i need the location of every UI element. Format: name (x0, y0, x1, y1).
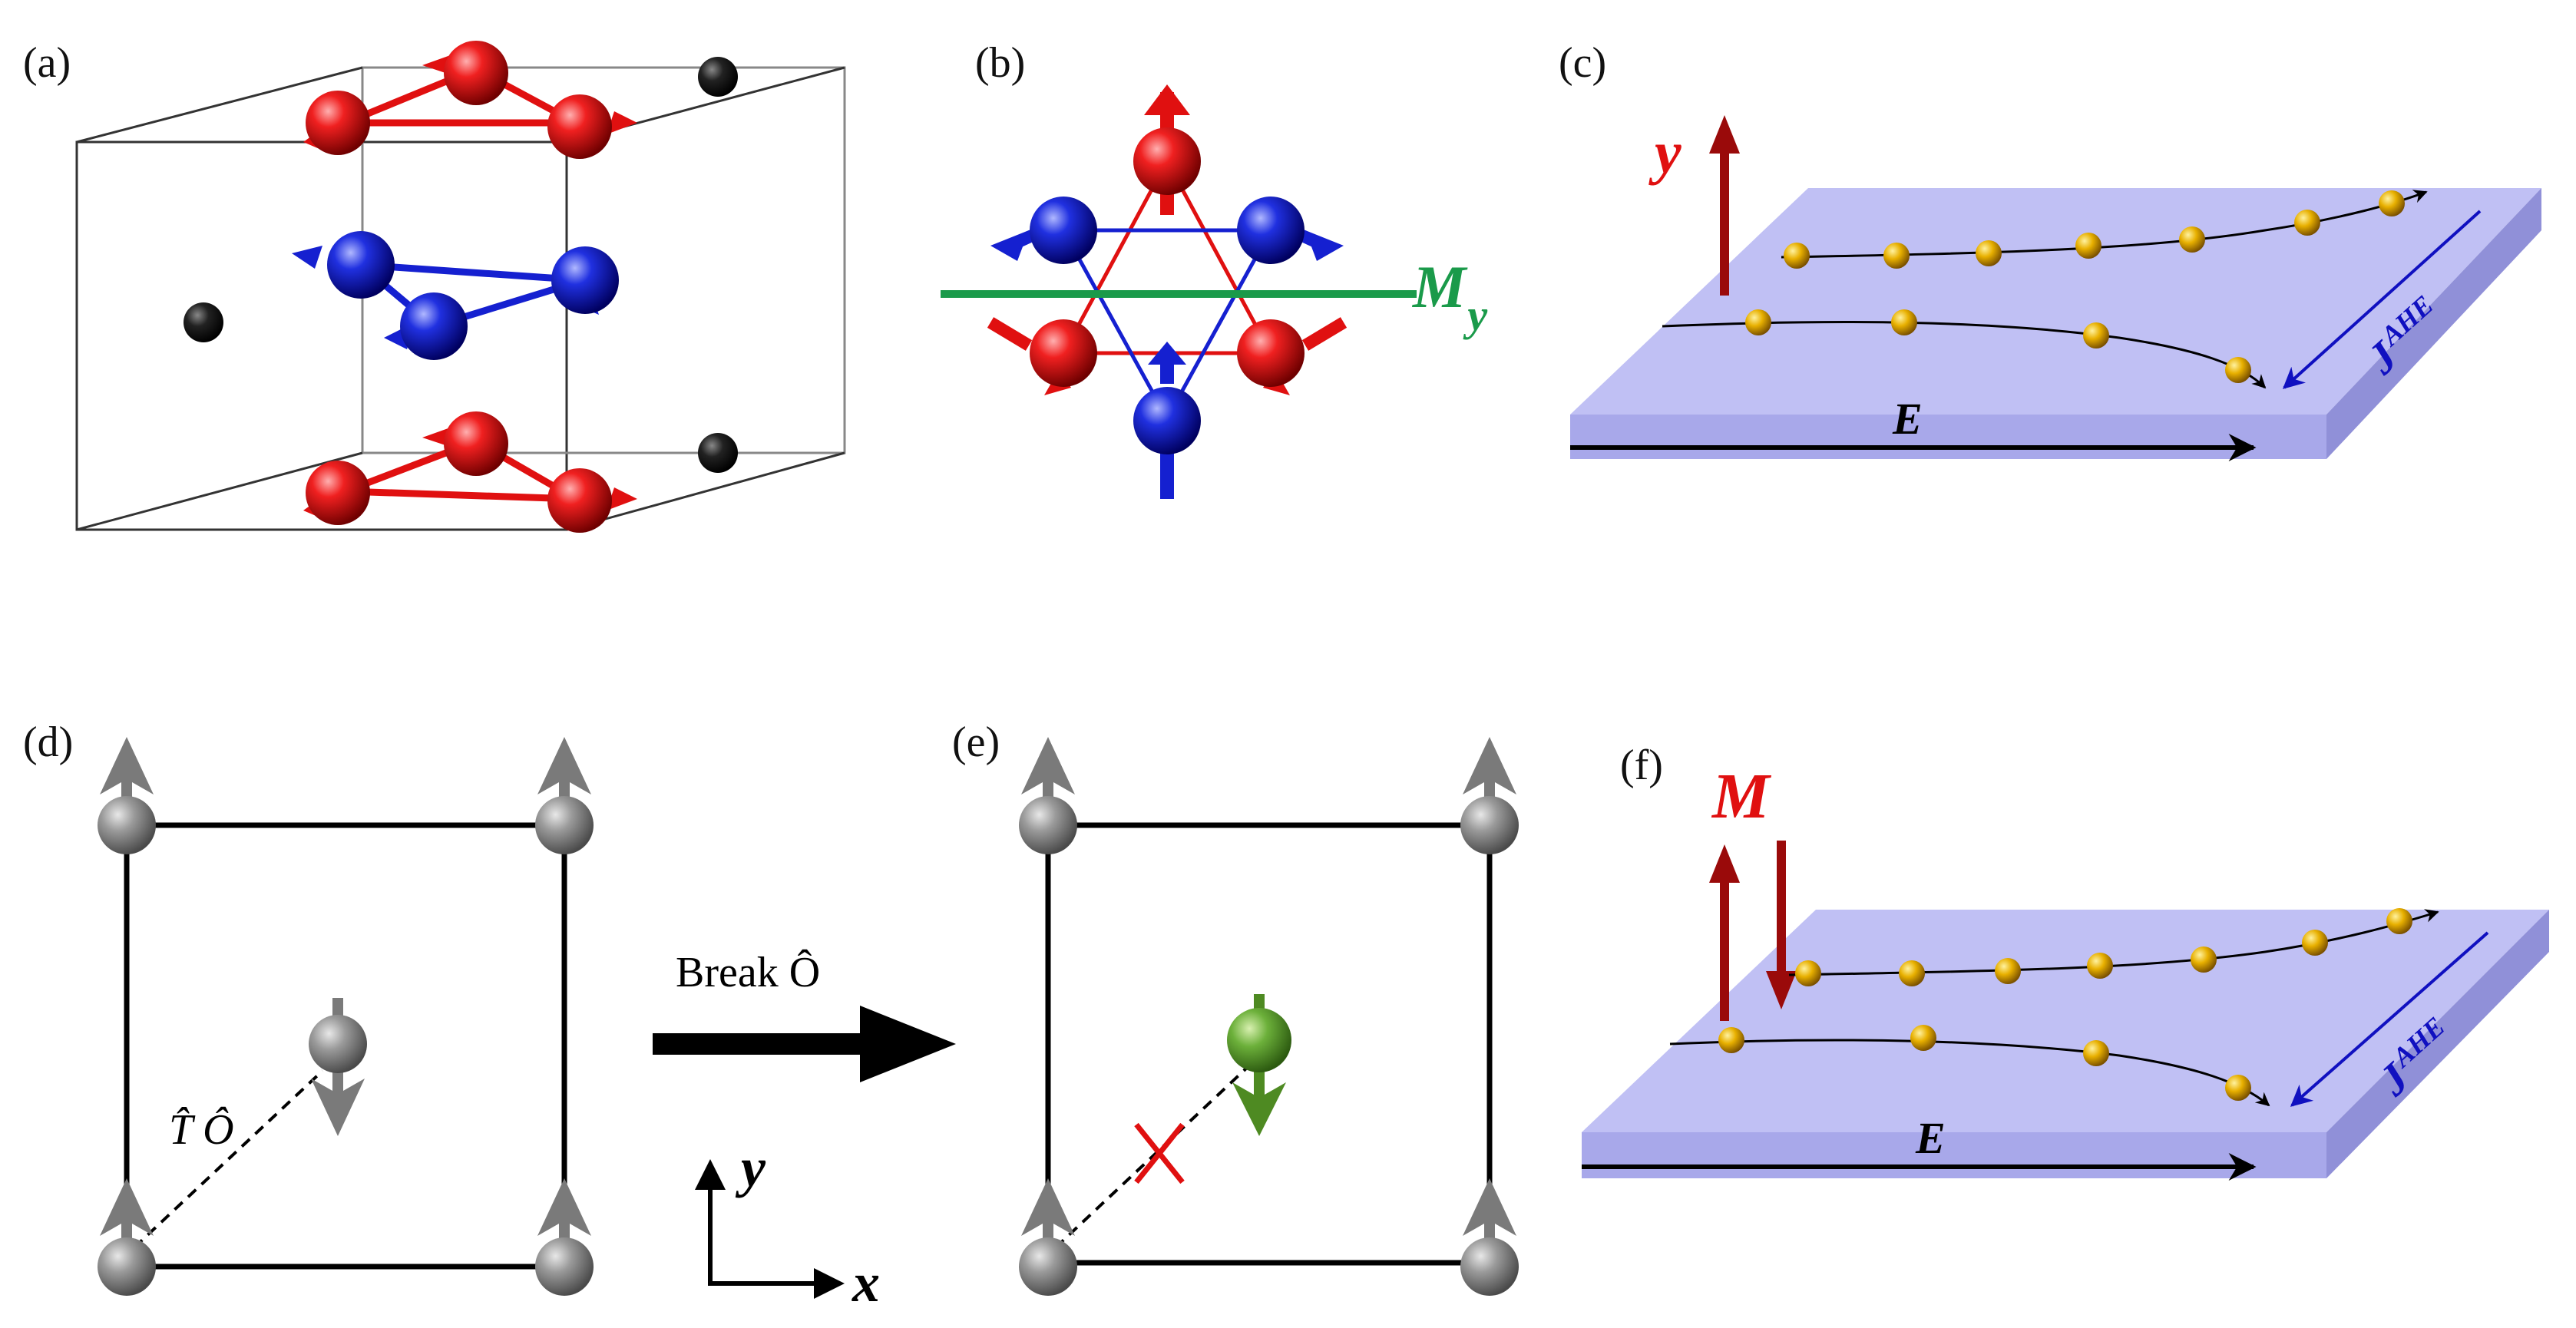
panel-d-label: (d) (23, 719, 73, 766)
panel-f-label: (f) (1620, 742, 1663, 789)
electron (2191, 946, 2217, 973)
magnetization-arrow-up (1709, 844, 1740, 1021)
electron (1883, 243, 1910, 269)
electron-trajectory-lower (1669, 1039, 2270, 1107)
electron (1718, 1027, 1744, 1053)
electron (1976, 240, 2002, 266)
red-atom (547, 468, 612, 533)
electron (2386, 908, 2412, 934)
ahe-current-arrow (2282, 210, 2482, 389)
blue-atom (1030, 197, 1097, 264)
break-symmetry-transition: Break Ô (653, 948, 956, 1082)
blue-atom (1237, 197, 1305, 264)
kagome-bottom-layer (303, 411, 637, 533)
red-atom (306, 461, 370, 525)
electron (2302, 930, 2328, 956)
electron (2083, 322, 2109, 349)
gray-atom (309, 1015, 367, 1073)
panel-a: (a) (23, 39, 846, 533)
electron (1784, 243, 1810, 269)
black-atom (184, 302, 223, 342)
electron (2225, 1075, 2251, 1101)
electron (1745, 309, 1771, 335)
gray-atom (535, 1237, 594, 1296)
panel-c: (c) y JAHE E (1559, 39, 2541, 461)
gray-atom (1460, 1237, 1519, 1296)
green-atom (1227, 1008, 1291, 1072)
spin-up-corners (1021, 737, 1516, 1247)
panel-b: (b) My (941, 39, 1487, 499)
symmetry-link (133, 1069, 324, 1249)
electron (2075, 233, 2101, 259)
gray-atom (98, 796, 156, 854)
electron (1995, 958, 2021, 984)
panel-d: (d) T̂ Ô (23, 719, 594, 1296)
electron (2083, 1040, 2109, 1066)
symmetry-link (1054, 1065, 1249, 1249)
panel-c-label: (c) (1559, 39, 1606, 87)
blue-atom (327, 231, 395, 299)
ahe-current-arrow (2290, 931, 2489, 1107)
red-atom (1237, 319, 1305, 387)
red-atom (1030, 319, 1097, 387)
red-atom (444, 411, 508, 476)
electron-trajectory-lower (1662, 321, 2267, 389)
panel-f: (f) M JAHE E (1582, 742, 2549, 1181)
kagome-middle-layer (292, 231, 619, 360)
electron (1891, 309, 1917, 335)
panel-e: (e) (952, 719, 1519, 1296)
electric-field-label: E (1892, 394, 1923, 444)
y-axis-label: y (735, 1137, 766, 1198)
gray-atom (98, 1237, 156, 1296)
blue-atom (400, 292, 468, 360)
magnetization-label: M (1711, 761, 1772, 832)
red-atom (1133, 127, 1201, 195)
red-atom (444, 41, 508, 105)
transition-arrow (860, 1006, 956, 1082)
electron (2379, 190, 2405, 216)
spin-up-corners (100, 737, 591, 1247)
black-atom (698, 433, 738, 473)
magnetization-arrow-down (1766, 841, 1797, 1009)
electron (2087, 953, 2113, 979)
red-atom (306, 91, 370, 155)
electron (1899, 960, 1925, 986)
gray-atom (1019, 1237, 1077, 1296)
gray-atom (1460, 796, 1519, 854)
electron (2225, 357, 2251, 383)
panel-e-label: (e) (952, 719, 1000, 766)
break-label: Break Ô (676, 948, 820, 996)
gray-atom (1019, 796, 1077, 854)
electron (1795, 960, 1821, 986)
xy-axes: y x (695, 1137, 880, 1313)
blue-atom (551, 246, 619, 314)
panel-b-label: (b) (975, 39, 1025, 87)
operator-label: T̂ Ô (169, 1105, 234, 1154)
broken-symmetry-cross (1134, 1122, 1185, 1184)
electron (1910, 1025, 1936, 1051)
red-atom (547, 94, 612, 159)
electric-field-label: E (1915, 1113, 1946, 1163)
kagome-top-layer (303, 41, 637, 159)
square-lattice-cell (1045, 822, 1493, 1266)
gray-atom (535, 796, 594, 854)
square-lattice-cell (124, 822, 567, 1270)
magnetization-arrow (1709, 115, 1740, 296)
mirror-label: My (1411, 253, 1487, 340)
blue-atom (1133, 387, 1201, 454)
x-axis-label: x (852, 1252, 880, 1313)
electron (2294, 210, 2320, 236)
panel-a-label: (a) (23, 39, 71, 87)
magnetization-label: y (1648, 119, 1682, 186)
black-atom (698, 57, 738, 97)
electron (2179, 226, 2205, 253)
